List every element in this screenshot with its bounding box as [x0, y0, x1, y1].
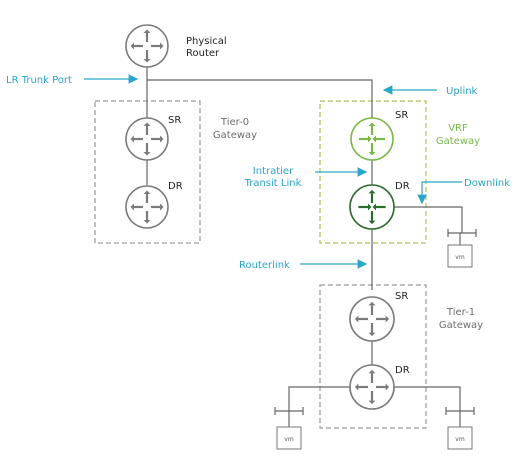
- intratier-callout-line2: Transit Link: [244, 178, 302, 189]
- vm-bottom-left: vm: [274, 407, 304, 450]
- tier1-dr-label: DR: [395, 365, 410, 376]
- tier1-sr-label: SR: [395, 291, 408, 302]
- connection-lines: [146, 67, 463, 411]
- vm-label: vm: [284, 436, 294, 443]
- vm-right-of-vrf: vm: [447, 229, 477, 268]
- vrf-dr-label: DR: [395, 181, 410, 192]
- vrf-sr-label: SR: [395, 110, 408, 121]
- vrf-title-line1: VRF: [448, 123, 468, 134]
- tier1-title-line1: Tier-1: [446, 307, 475, 318]
- tier1-title-line2: Gateway: [439, 320, 483, 331]
- vrf-dr-router-icon: [349, 184, 395, 230]
- tier0-sr-router-icon: [125, 117, 169, 161]
- tier1-dr-router-icon: [349, 364, 395, 410]
- tier0-dr-label: DR: [168, 181, 183, 192]
- intratier-callout-line1: Intratier: [253, 166, 294, 177]
- callouts: LR Trunk Port Uplink Intratier Transit L…: [6, 74, 510, 271]
- routerlink-callout: Routerlink: [239, 260, 290, 271]
- vrf-title-line2: Gateway: [436, 136, 480, 147]
- tier1-left-downlink: [288, 386, 350, 411]
- tier1-right-downlink: [394, 386, 461, 411]
- tier0-title-line2: Gateway: [213, 130, 257, 141]
- tier0-sr-label: SR: [168, 115, 181, 126]
- vm-label: vm: [455, 254, 465, 261]
- vm-label: vm: [455, 436, 465, 443]
- tier1-gateway-box: [319, 284, 427, 429]
- vrf-sr-router-icon: [350, 117, 394, 161]
- downlink-callout: Downlink: [464, 178, 510, 189]
- physical-router-icon: [125, 24, 169, 68]
- physical-router-label-line1: Physical: [186, 36, 227, 47]
- lr-trunk-port-callout: LR Trunk Port: [6, 75, 72, 86]
- tier0-dr-router-icon: [125, 185, 169, 229]
- tier1-sr-router-icon: [349, 296, 395, 342]
- physical-to-vrf-uplink: [147, 79, 373, 118]
- uplink-callout: Uplink: [446, 86, 478, 97]
- vrf-downlink: [394, 206, 463, 233]
- physical-router-label-line2: Router: [186, 48, 220, 59]
- vm-bottom-right: vm: [445, 407, 475, 450]
- router-icons: [125, 24, 395, 410]
- tier0-title-line1: Tier-0: [220, 117, 249, 128]
